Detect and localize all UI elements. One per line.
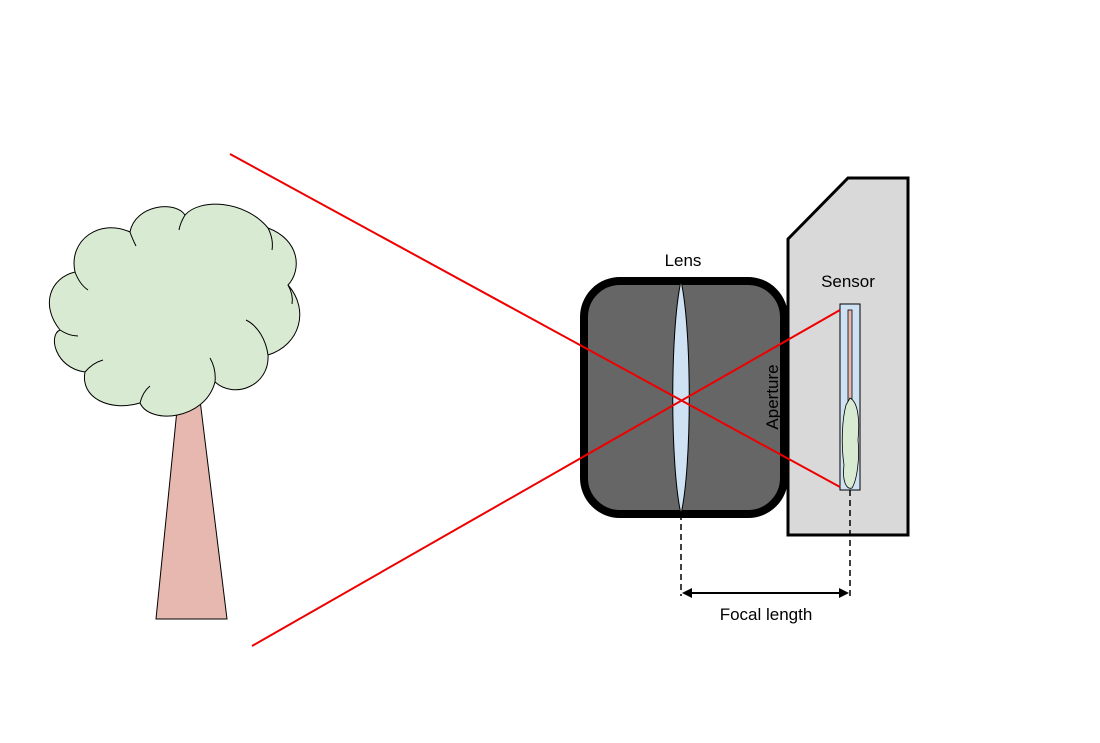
aperture-label: Aperture [763,364,782,429]
tree [48,203,301,620]
light-ray-bottom [251,309,841,647]
arrowhead-right [839,588,849,598]
tree-trunk [155,399,228,620]
arrowhead-left [682,588,692,598]
sensor-image-foliage [841,397,860,489]
tree-foliage [48,203,301,417]
light-ray-top [229,153,841,488]
sensor-label: Sensor [821,272,875,291]
focal-length-label: Focal length [720,605,813,624]
sensor-image-trunk [847,309,853,403]
focal-length-dimension [680,490,851,598]
sensor [839,303,861,491]
lens-label: Lens [665,251,702,270]
